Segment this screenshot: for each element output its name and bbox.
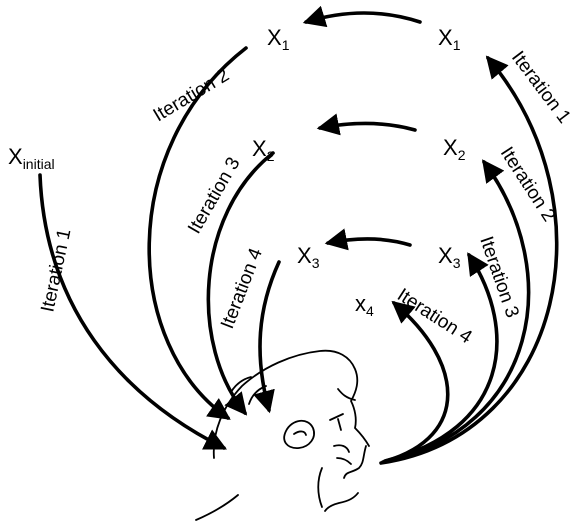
right-iteration-2-arrow — [381, 159, 531, 464]
left-iteration-3-arrow — [206, 151, 275, 416]
left-iteration-4-label: Iteration 4 — [217, 245, 267, 332]
left-iteration-1-arrow — [38, 173, 227, 450]
right-iteration-4-label: Iteration 4 — [393, 285, 476, 349]
lower-transfer-arrow — [324, 228, 412, 251]
left-iteration-2-arrow — [147, 46, 248, 420]
right-x3-label: X3 — [438, 243, 461, 271]
right-iteration-1-label: Iteration 1 — [507, 47, 575, 127]
head-icon — [195, 349, 370, 521]
left-x3-label: X3 — [297, 243, 320, 271]
right-x1-label: X1 — [438, 25, 461, 53]
right-x2-label: X2 — [443, 135, 466, 163]
right-iteration-1-arrow — [379, 55, 559, 465]
left-x1-label: X1 — [267, 25, 290, 53]
top-transfer-arrow — [302, 5, 422, 28]
middle-transfer-arrow — [316, 113, 417, 136]
left-iteration-4-arrow — [253, 260, 281, 414]
right-iteration-3-arrow — [383, 252, 499, 463]
x-initial-label: Xinitial — [8, 144, 55, 172]
final-x4-label: x4 — [355, 291, 374, 319]
left-x2-label: X2 — [252, 136, 275, 164]
left-iteration-2-label: Iteration 2 — [150, 65, 233, 127]
right-iteration-4-arrow — [384, 300, 450, 463]
